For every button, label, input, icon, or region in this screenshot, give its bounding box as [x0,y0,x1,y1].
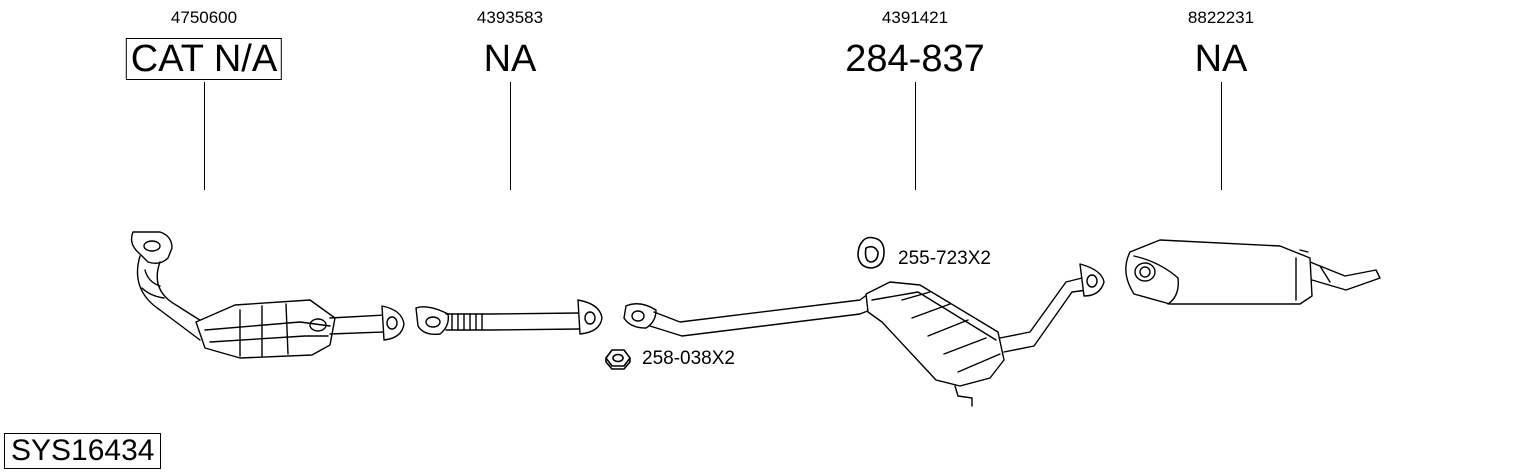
leader-line-rear-silencer [1221,82,1222,190]
oem-number-rear-silencer: 8822231 [1187,8,1255,27]
part-code-rear-silencer: NA [1194,38,1248,80]
accessory-label-rubber-hanger: 255-723X2 [898,248,991,269]
catalytic-converter-drawing [130,231,405,359]
oem-number-catalytic-converter: 4750600 [170,8,238,27]
leader-line-front-pipe [510,82,511,190]
middle-silencer-drawing [623,263,1105,407]
hex-nut-icon [605,349,631,370]
front-pipe-drawing [415,299,603,336]
oem-number-front-pipe: 4393583 [476,8,544,27]
accessory-label-nut: 258-038X2 [642,348,735,369]
leader-line-catalytic-converter [204,82,205,190]
part-code-front-pipe: NA [483,38,537,80]
oem-number-middle-silencer: 4391421 [881,8,949,27]
rubber-hanger-icon [857,236,885,269]
part-code-catalytic-converter: CAT N/A [125,38,283,80]
system-id-box: SYS16434 [4,433,162,469]
leader-line-middle-silencer [915,82,916,190]
part-code-middle-silencer: 284-837 [845,38,985,80]
rear-silencer-drawing [1125,239,1381,305]
